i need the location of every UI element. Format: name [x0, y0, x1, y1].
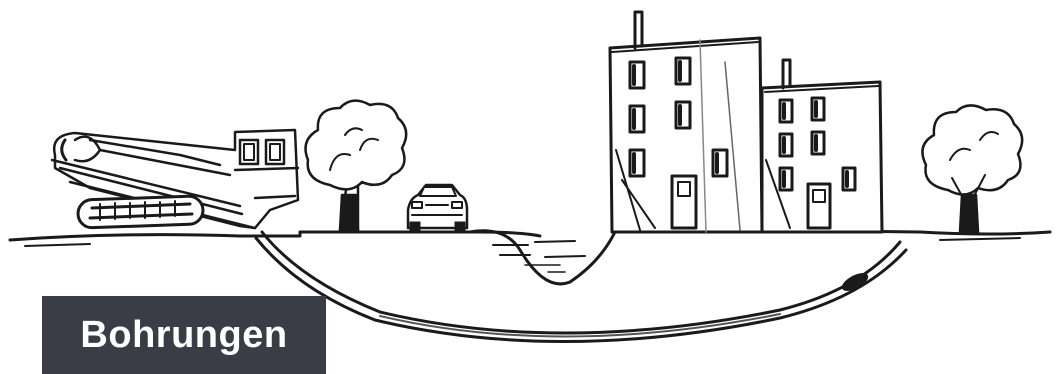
- section-label: Bohrungen: [80, 314, 287, 357]
- tree-left: [306, 101, 407, 230]
- bore-path: [256, 232, 906, 342]
- apartment-building-short: [762, 60, 882, 232]
- drilling-rig: [52, 130, 298, 228]
- pond: [470, 231, 615, 284]
- ground-line: [10, 230, 1050, 246]
- tree-right: [922, 105, 1022, 232]
- section-label-box: Bohrungen: [42, 296, 326, 374]
- apartment-building-tall: [610, 12, 762, 232]
- car: [408, 185, 467, 232]
